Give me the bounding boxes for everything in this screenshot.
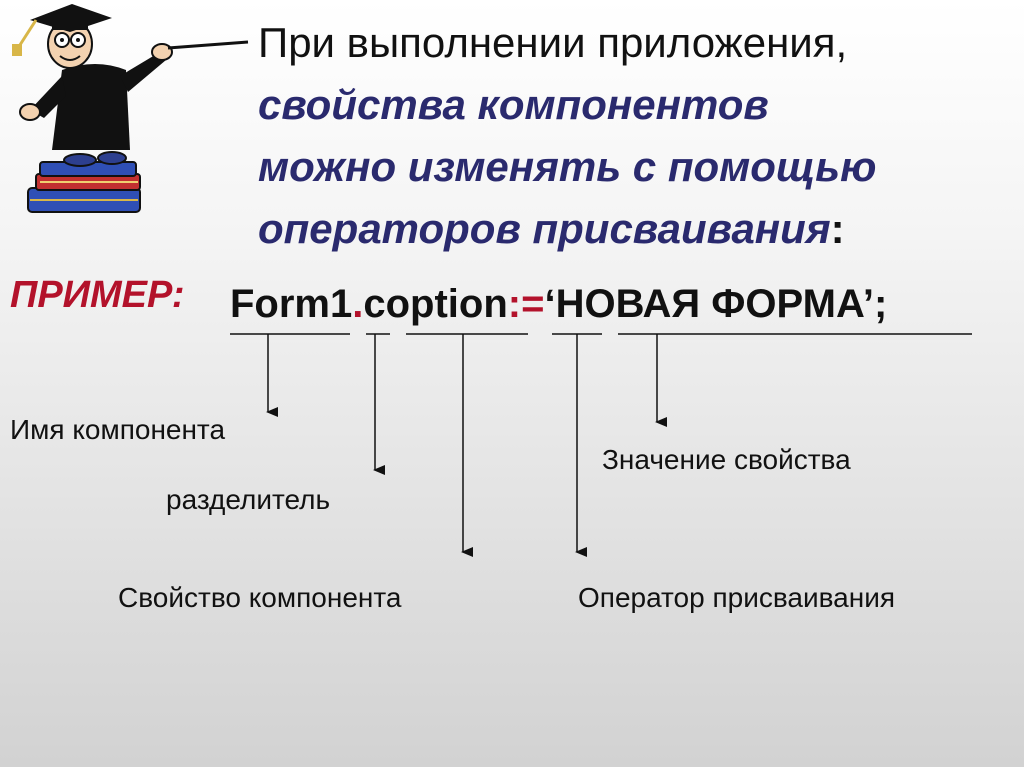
- label-assign-operator: Оператор присваивания: [578, 582, 895, 614]
- label-separator: разделитель: [166, 484, 330, 516]
- label-value: Значение свойства: [602, 444, 851, 476]
- label-component-name: Имя компонента: [10, 414, 225, 446]
- label-property: Свойство компонента: [118, 582, 401, 614]
